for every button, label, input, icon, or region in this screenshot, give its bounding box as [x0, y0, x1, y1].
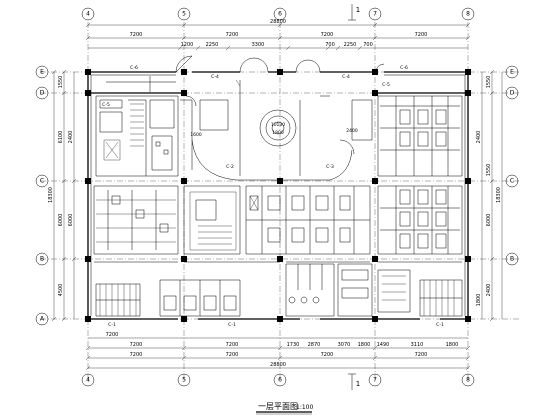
dim-bottom-detail-3: 3070: [338, 342, 351, 348]
drawing-scale-text: 1:100: [296, 404, 313, 411]
room-tag-2: C-6: [400, 65, 408, 71]
dim-left-bay-2: 2400: [68, 131, 74, 144]
room-tag-3: C-4: [211, 74, 219, 80]
axis-bubble-left-D: D: [40, 90, 45, 97]
dim-left-overall: 18300: [48, 187, 54, 203]
dim-bottom-bay-a: 7200: [130, 352, 143, 358]
dim-bottom-detail-5: 1490: [377, 342, 390, 348]
room-tag-7: C-1: [108, 322, 116, 328]
bottom-dimensions: 7200 7200 7200 1730 2870 3070 1800 1490 …: [85, 332, 471, 371]
axis-bubble-top-7: 7: [373, 11, 377, 18]
dim-top-bay-3: 7200: [321, 32, 334, 38]
left-upper-rooms: [91, 76, 197, 177]
axis-bubble-right-B: B: [510, 256, 514, 263]
dim-bottom-bay-b: 7200: [226, 352, 239, 358]
dim-top-overall: 28800: [270, 19, 286, 25]
axis-bubble-top-5: 5: [182, 11, 186, 18]
left-dimensions: 18300 1550 6100 6000 4500 2400 6000: [48, 69, 77, 322]
dim-top-detail-4: 700: [325, 42, 335, 48]
dim-top-bay-1: 7200: [130, 32, 143, 38]
dim-right-bay-3: 1550: [486, 164, 492, 177]
bottom-axis-bubbles: 4 5 6 7 8: [81, 373, 475, 387]
drawing-title: 一层平面图 1:100: [256, 402, 313, 415]
dim-top-detail-1: 1200: [181, 42, 194, 48]
vertical-grid-lines: [87, 22, 469, 380]
top-axis-bubbles: 4 5 6 7 8: [81, 7, 475, 21]
room-tag-9: C-1: [436, 322, 444, 328]
axis-bubble-left-C: C: [40, 178, 44, 185]
dim-bottom-detail-6: 3110: [411, 342, 424, 348]
axis-bubble-left-E: E: [40, 69, 44, 76]
dim-top-bay-4: 7200: [415, 32, 428, 38]
dim-left-detail-1: 6100: [58, 131, 64, 144]
dim-right-bay-4: 6000: [486, 214, 492, 227]
axis-bubble-bottom-7: 7: [373, 377, 377, 384]
axis-bubble-left-B: B: [40, 256, 44, 263]
axis-bubble-right-D: D: [510, 90, 515, 97]
axis-bubble-bottom-8: 8: [466, 377, 470, 384]
left-middle-rooms: [93, 185, 241, 255]
lobby-annotation-1: 10130: [271, 122, 285, 128]
dim-bottom-bay-d: 7200: [415, 352, 428, 358]
dim-bottom-detail-4: 1800: [358, 342, 371, 348]
dim-right-bay-2: 2400: [476, 131, 482, 144]
section-mark-top: 1: [356, 6, 360, 14]
bottom-service-rooms: [94, 261, 463, 317]
dim-right-bay-1: 1550: [486, 76, 492, 89]
right-dimensions: 18300 1550 2400 1550 6000 2400 1800: [476, 69, 503, 322]
axis-bubble-bottom-5: 5: [182, 377, 186, 384]
room-tags: C-6 C-6 C-4 C-4 C-5 C-5 C-1 C-1 C-1 C-2 …: [102, 65, 444, 328]
structural-columns: [85, 69, 471, 322]
dim-bottom-detail-7: 1800: [446, 342, 459, 348]
axis-bubble-bottom-4: 4: [86, 377, 90, 384]
lobby-annotation-2: 1800: [272, 130, 284, 136]
axis-bubble-top-6: 6: [278, 11, 282, 18]
dim-top-detail-5: 2250: [344, 42, 357, 48]
dim-left-bay-4: 6000: [68, 214, 74, 227]
center-dining-units: [245, 185, 371, 255]
dim-bottom-detail-a: 7200: [106, 332, 119, 338]
axis-bubble-top-4: 4: [86, 11, 90, 18]
top-dimensions: 28800 7200 7200 7200 7200 1200 2250 3300…: [85, 19, 471, 51]
main-entrance: [175, 55, 385, 73]
axis-bubble-right-E: E: [510, 69, 514, 76]
dim-bottom-detail-2: 2870: [308, 342, 321, 348]
dim-right-detail-1: 1800: [476, 294, 482, 307]
drawing-title-text: 一层平面图: [258, 402, 298, 411]
dim-left-bay-3: 6000: [58, 214, 64, 227]
axis-bubble-right-C: C: [510, 178, 514, 185]
right-private-rooms: [339, 92, 465, 255]
dim-bottom-bay-2: 7200: [226, 342, 239, 348]
dim-bottom-bay-1: 7200: [130, 342, 143, 348]
axis-bubble-left-A: A: [40, 316, 45, 323]
section-marks: 1 1: [348, 4, 360, 390]
room-tag-11: C-3: [326, 164, 334, 170]
room-tag-8: C-1: [228, 322, 236, 328]
dim-right-bay-5: 2400: [486, 284, 492, 297]
axis-bubble-top-8: 8: [466, 11, 470, 18]
room-tag-6: C-5: [382, 82, 390, 88]
dim-top-detail-6: 700: [363, 42, 373, 48]
axis-bubble-bottom-6: 6: [278, 377, 282, 384]
left-axis-bubbles: E D C B A: [35, 65, 49, 326]
dim-top-detail-3: 3300: [252, 42, 265, 48]
exterior-walls: [87, 71, 469, 320]
dim-bottom-overall: 28800: [270, 362, 286, 368]
lobby-annotation-3: 1600: [190, 132, 202, 138]
dim-top-detail-2: 2250: [206, 42, 219, 48]
right-axis-bubbles: E D C B: [505, 65, 519, 266]
dim-top-bay-2: 7200: [226, 32, 239, 38]
room-tag-1: C-6: [130, 65, 138, 71]
dim-right-overall: 18300: [496, 187, 502, 203]
room-tag-4: C-4: [342, 74, 350, 80]
dim-bottom-bay-c: 7200: [321, 352, 334, 358]
section-mark-bottom: 1: [356, 380, 360, 388]
dim-left-bay-5: 4500: [58, 284, 64, 297]
dim-bottom-detail-1: 1730: [287, 342, 300, 348]
room-tag-10: C-2: [226, 164, 234, 170]
dim-left-bay-1: 1550: [58, 76, 64, 89]
room-tag-5: C-5: [102, 102, 110, 108]
